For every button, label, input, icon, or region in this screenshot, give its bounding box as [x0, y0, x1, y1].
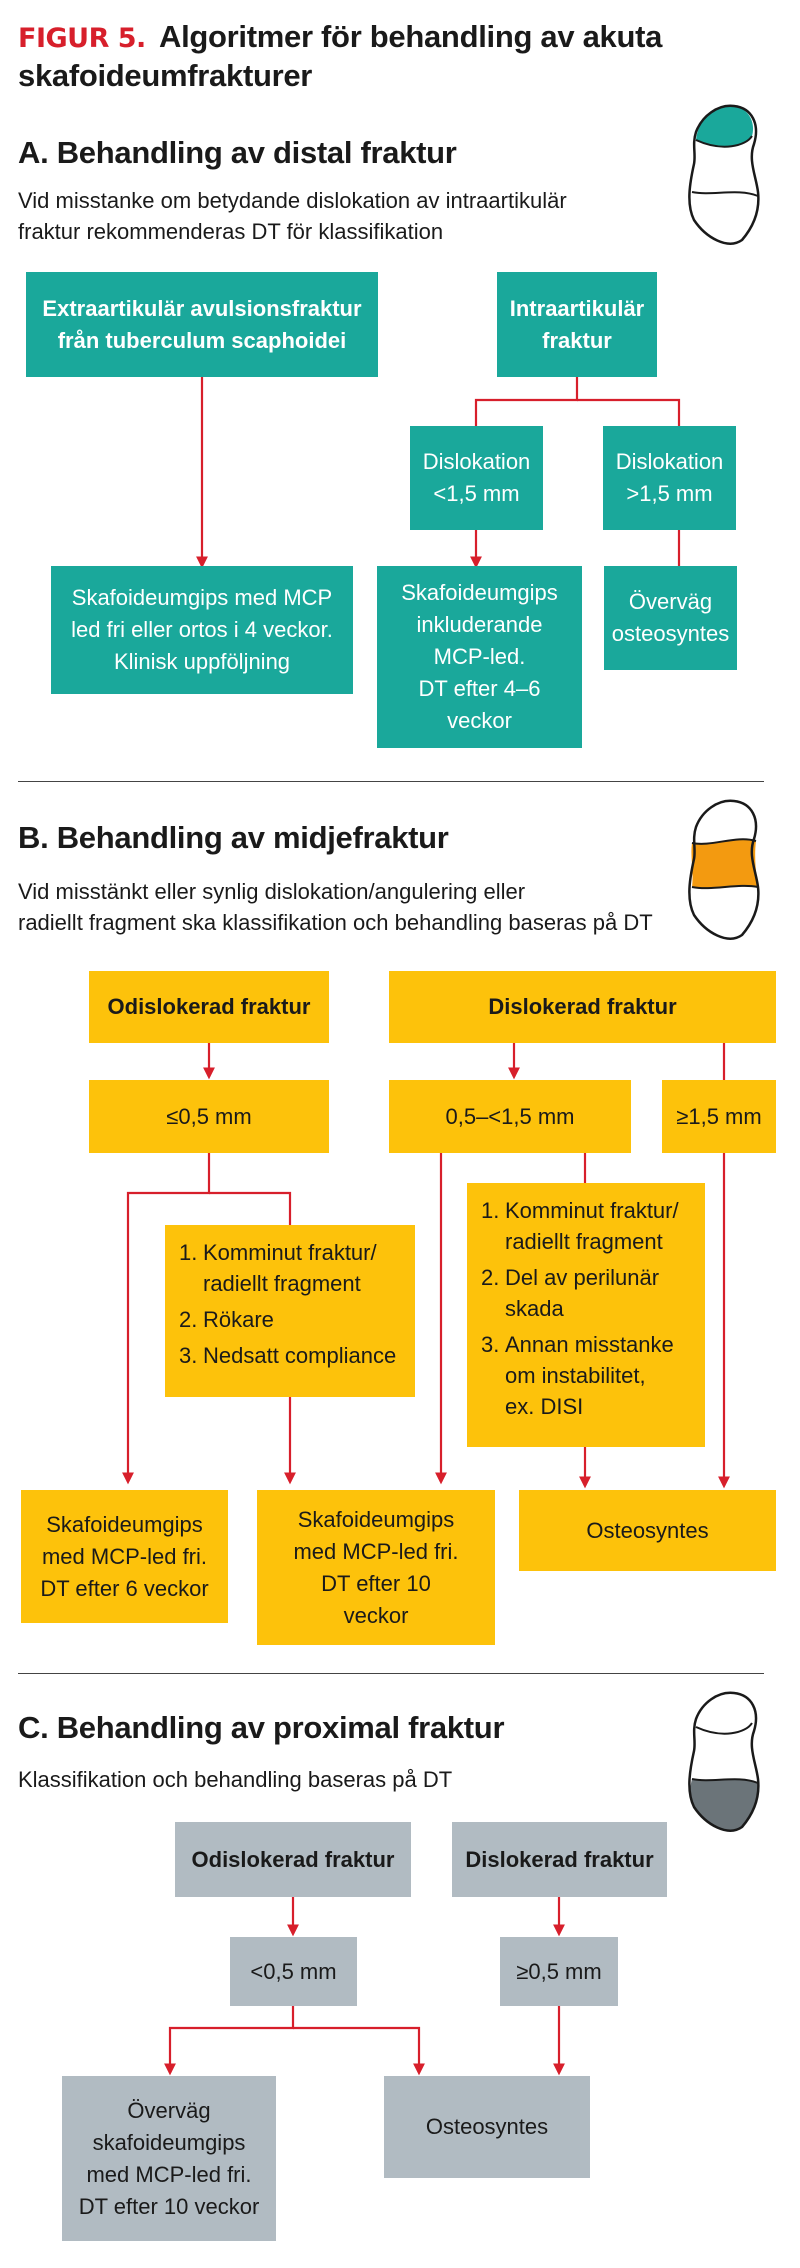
box-c-undisplaced: Odislokerad fraktur: [175, 1822, 411, 1897]
box-consider-osteosynthesis: Överväg osteosyntes: [604, 566, 737, 670]
box-dislocation-lt-1-5-label: Dislokation <1,5 mm: [423, 446, 531, 510]
section-divider-2: [18, 1673, 764, 1674]
box-extraarticular-avulsion: Extraartikulär avulsionsfraktur från tub…: [26, 272, 378, 377]
list-item: 1.Komminut fraktur/ radiellt fragment: [481, 1195, 693, 1257]
box-cast-incl-mcp-label: Skafoideumgips inkluderande MCP-led. DT …: [401, 577, 558, 737]
list-item-number: 2.: [481, 1262, 505, 1324]
list-item: 3.Nedsatt compliance: [179, 1340, 403, 1371]
section-b-title: B. Behandling av midjefraktur: [18, 820, 449, 856]
box-b-ge-1-5-label: ≥1,5 mm: [676, 1101, 761, 1133]
box-intraarticular-label: Intraartikulär fraktur: [510, 293, 645, 357]
box-b-undisplaced-label: Odislokerad fraktur: [108, 991, 311, 1023]
box-c-consider-cast-label: Överväg skafoideumgips med MCP-led fri. …: [79, 2095, 260, 2223]
box-dislocation-gt-1-5-label: Dislokation >1,5 mm: [616, 446, 724, 510]
list-item: 3.Annan misstanke om instabilitet, ex. D…: [481, 1329, 693, 1422]
scaphoid-proximal-highlight-icon: [682, 1687, 762, 1835]
box-b-0-5-1-5-label: 0,5–<1,5 mm: [445, 1101, 574, 1133]
list-item-number: 2.: [179, 1304, 203, 1335]
list-item-text: Rökare: [203, 1304, 274, 1335]
box-b-displaced: Dislokerad fraktur: [389, 971, 776, 1043]
box-c-displaced-label: Dislokerad fraktur: [465, 1844, 653, 1876]
section-divider-1: [18, 781, 764, 782]
box-b-cast-6-weeks-label: Skafoideumgips med MCP-led fri. DT efter…: [40, 1509, 208, 1605]
box-b-0-5-1-5: 0,5–<1,5 mm: [389, 1080, 631, 1153]
box-c-consider-cast: Överväg skafoideumgips med MCP-led fri. …: [62, 2076, 276, 2241]
list-item-text: Komminut fraktur/ radiellt fragment: [203, 1237, 377, 1299]
list-item: 2.Del av perilunär skada: [481, 1262, 693, 1324]
box-b-undisplaced: Odislokerad fraktur: [89, 971, 329, 1043]
box-c-ge-0-5: ≥0,5 mm: [500, 1937, 618, 2006]
list-b-instability-factors: 1.Komminut fraktur/ radiellt fragment 2.…: [467, 1183, 705, 1447]
section-a-title: A. Behandling av distal fraktur: [18, 135, 457, 171]
box-c-ge-0-5-label: ≥0,5 mm: [516, 1956, 601, 1988]
box-b-ge-1-5: ≥1,5 mm: [662, 1080, 776, 1153]
section-a-description: Vid misstanke om betydande dislokation a…: [18, 185, 567, 247]
list-item-number: 1.: [179, 1237, 203, 1299]
section-c-description: Klassifikation och behandling baseras på…: [18, 1764, 452, 1795]
scaphoid-waist-highlight-icon: [682, 795, 762, 943]
list-item-text: Nedsatt compliance: [203, 1340, 396, 1371]
list-item-text: Del av perilunär skada: [505, 1262, 659, 1324]
box-b-osteosynthesis: Osteosyntes: [519, 1490, 776, 1571]
box-b-cast-10-weeks: Skafoideumgips med MCP-led fri. DT efter…: [257, 1490, 495, 1645]
list-item-number: 1.: [481, 1195, 505, 1257]
list-b-risk-factors: 1.Komminut fraktur/ radiellt fragment 2.…: [165, 1225, 415, 1397]
box-cast-mcp-free-label: Skafoideumgips med MCP led fri eller ort…: [71, 582, 333, 678]
box-c-lt-0-5-label: <0,5 mm: [250, 1956, 336, 1988]
section-b-description: Vid misstänkt eller synlig dislokation/a…: [18, 876, 653, 938]
box-c-displaced: Dislokerad fraktur: [452, 1822, 667, 1897]
figure-title: FIGUR 5. Algoritmer för behandling av ak…: [18, 18, 778, 94]
box-extraarticular-avulsion-label: Extraartikulär avulsionsfraktur från tub…: [42, 293, 361, 357]
scaphoid-distal-highlight-icon: [682, 100, 762, 248]
section-c-title: C. Behandling av proximal fraktur: [18, 1710, 504, 1746]
list-item-number: 3.: [481, 1329, 505, 1422]
box-intraarticular: Intraartikulär fraktur: [497, 272, 657, 377]
list-item-text: Komminut fraktur/ radiellt fragment: [505, 1195, 679, 1257]
box-cast-incl-mcp: Skafoideumgips inkluderande MCP-led. DT …: [377, 566, 582, 748]
box-b-displaced-label: Dislokerad fraktur: [488, 991, 676, 1023]
box-c-undisplaced-label: Odislokerad fraktur: [192, 1844, 395, 1876]
box-b-cast-10-weeks-label: Skafoideumgips med MCP-led fri. DT efter…: [293, 1504, 458, 1632]
list-item-text: Annan misstanke om instabilitet, ex. DIS…: [505, 1329, 674, 1422]
list-item: 2.Rökare: [179, 1304, 403, 1335]
box-dislocation-lt-1-5: Dislokation <1,5 mm: [410, 426, 543, 530]
box-b-osteosynthesis-label: Osteosyntes: [586, 1515, 708, 1547]
box-dislocation-gt-1-5: Dislokation >1,5 mm: [603, 426, 736, 530]
box-b-le-0-5: ≤0,5 mm: [89, 1080, 329, 1153]
box-c-lt-0-5: <0,5 mm: [230, 1937, 357, 2006]
box-b-le-0-5-label: ≤0,5 mm: [166, 1101, 251, 1133]
box-cast-mcp-free: Skafoideumgips med MCP led fri eller ort…: [51, 566, 353, 694]
box-consider-osteosynthesis-label: Överväg osteosyntes: [612, 586, 729, 650]
box-c-osteosynthesis: Osteosyntes: [384, 2076, 590, 2178]
list-item-number: 3.: [179, 1340, 203, 1371]
box-c-osteosynthesis-label: Osteosyntes: [426, 2111, 548, 2143]
box-b-cast-6-weeks: Skafoideumgips med MCP-led fri. DT efter…: [21, 1490, 228, 1623]
figure-tag: FIGUR 5.: [18, 23, 146, 54]
list-item: 1.Komminut fraktur/ radiellt fragment: [179, 1237, 403, 1299]
